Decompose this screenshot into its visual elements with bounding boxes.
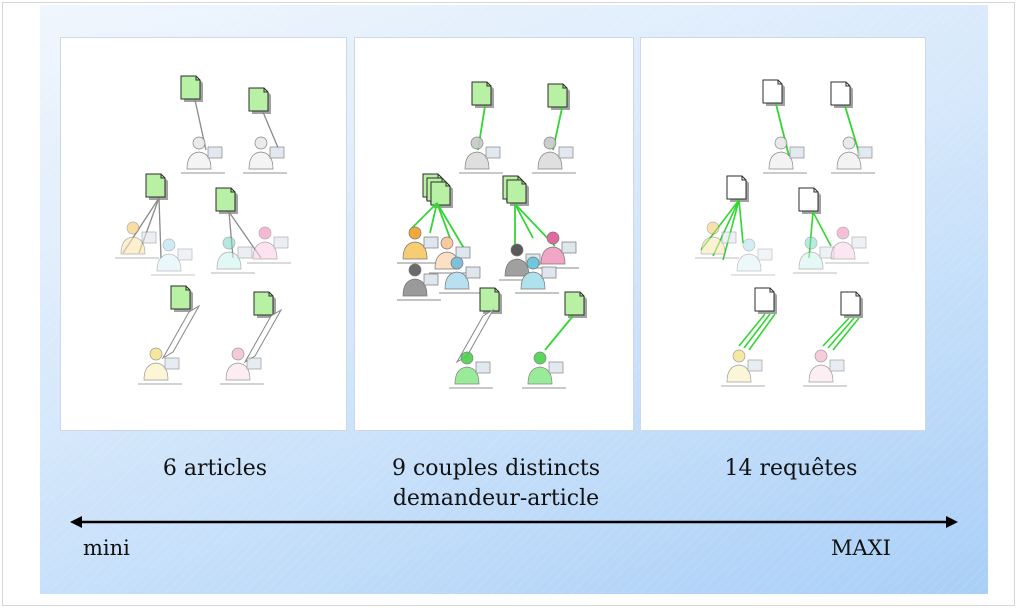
link-line [436,202,466,251]
document-icon [170,285,193,312]
articles-caption: 6 articles [105,454,325,484]
document-icon [830,81,853,108]
link-line [436,202,451,239]
link-line [775,103,790,157]
link-line [822,317,850,347]
document-icon [479,287,502,314]
link-line [228,211,234,259]
person-at-computer-icon [522,351,566,389]
panel-drawing [695,79,875,387]
person-at-computer-icon [151,238,195,276]
link-line [748,313,776,351]
link-line [812,211,832,247]
couples-caption-line1: 9 couples distincts [391,456,601,481]
scale-max-label: MAXI [831,536,891,560]
link-line [409,202,438,231]
couples-panel [354,37,634,431]
person-at-computer-icon [515,256,559,294]
person-at-computer-icon [449,351,493,389]
scale-min-label: mini [83,536,130,560]
document-icon [726,175,749,202]
document-icon [253,291,276,318]
document-icon [471,81,494,108]
document-icon [145,173,168,200]
requests-caption-text: 14 requêtes [724,456,858,481]
document-icon [547,83,570,110]
person-at-computer-icon [211,236,255,274]
person-at-computer-icon [535,231,579,269]
person-at-computer-icon [459,136,503,174]
document-icon [798,187,821,214]
person-at-computer-icon [763,136,807,174]
document-icon [762,79,785,106]
person-at-computer-icon [532,136,576,174]
articles-caption-text: 6 articles [162,456,268,481]
link-line [844,105,861,157]
couples-caption: 9 couples distincts demandeur-article [346,454,646,514]
person-at-computer-icon [695,221,739,259]
person-at-computer-icon [397,263,441,301]
document-icon [248,87,271,114]
scale-arrow [70,516,958,528]
link-line [743,313,771,349]
document-icon [506,179,529,206]
person-at-computer-icon [793,236,837,274]
link-line [429,202,438,234]
person-at-computer-icon [803,349,847,387]
slide: 6 articles 9 couples distincts demandeur… [40,5,988,594]
document-icon [215,187,238,214]
scroll-icon [243,308,283,364]
person-at-computer-icon [243,136,287,174]
document-icon [180,75,203,102]
document-icon [430,181,453,208]
panel-drawing [115,75,291,385]
couples-caption-line2: demandeur-article [392,486,600,511]
link-line [158,197,162,259]
link-line [722,199,740,261]
person-at-computer-icon [721,349,765,387]
link-line [827,317,855,349]
person-at-computer-icon [439,256,483,294]
link-line [738,199,744,244]
articles-panel [60,37,347,431]
person-at-computer-icon [115,221,159,259]
person-at-computer-icon [138,347,182,385]
link-line [514,203,534,239]
person-at-computer-icon [397,226,441,264]
requests-panel [640,37,926,431]
link-line [544,315,574,351]
link-line [738,313,766,347]
document-icon [564,291,587,318]
person-at-computer-icon [731,238,775,276]
link-line [262,111,280,151]
document-icon [754,287,777,314]
person-at-computer-icon [825,226,869,264]
requests-caption: 14 requêtes [681,454,901,484]
link-line [832,317,860,351]
person-at-computer-icon [831,136,875,174]
panel-drawing [397,81,587,389]
person-at-computer-icon [181,136,225,174]
document-icon [840,291,863,318]
person-at-computer-icon [220,347,264,385]
scroll-icon [161,304,201,360]
link-line [808,211,814,259]
person-at-computer-icon [247,226,291,264]
